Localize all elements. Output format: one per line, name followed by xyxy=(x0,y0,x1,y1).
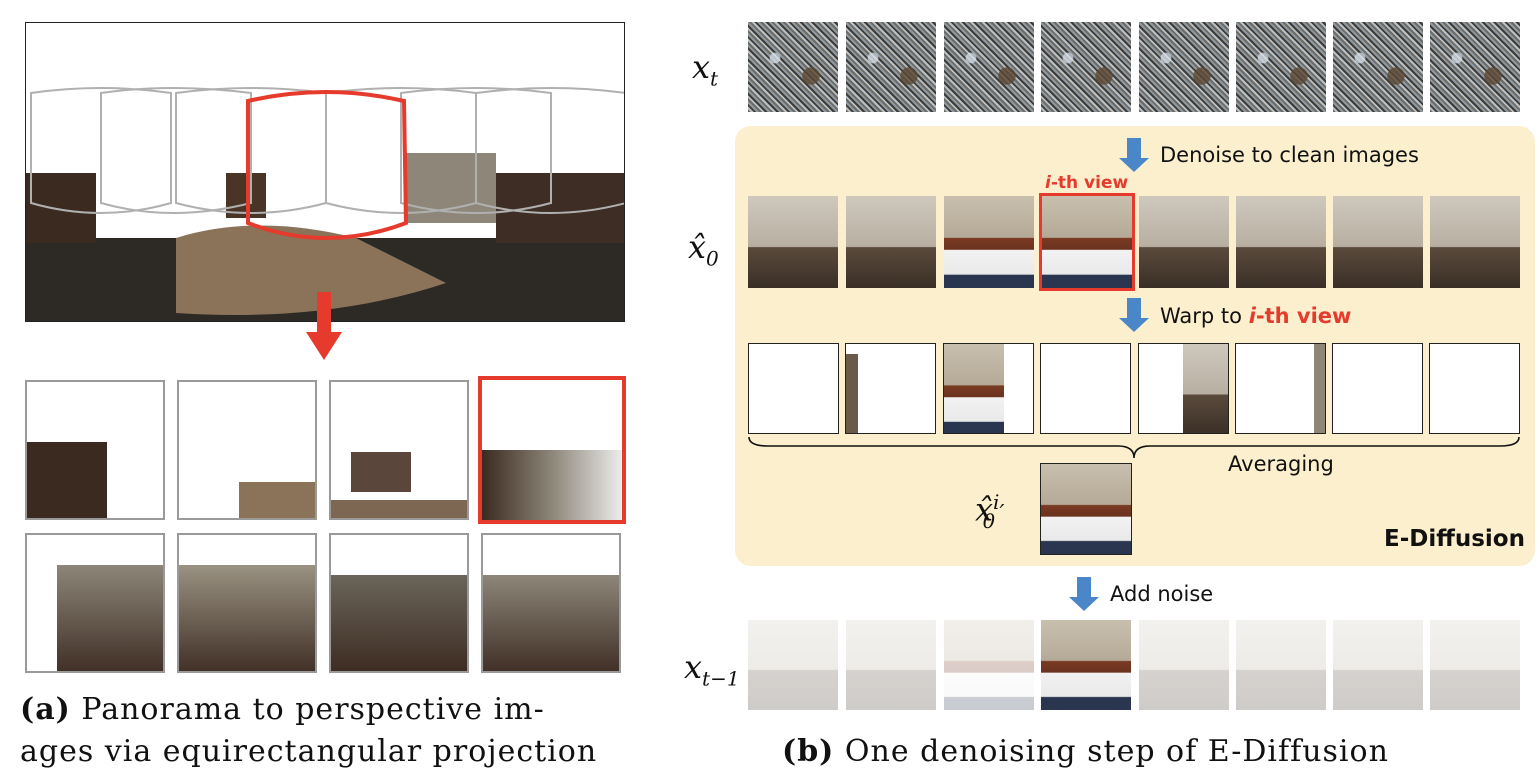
caption-a: (a) Panorama to perspective im- xyxy=(20,692,545,727)
xt-tile-5 xyxy=(1139,22,1229,112)
perspective-view-7 xyxy=(329,533,469,673)
xt1-tile-6 xyxy=(1236,620,1326,710)
perspective-view-4-selected xyxy=(478,376,626,524)
label-xt: xt xyxy=(692,48,719,91)
x0-tile-5 xyxy=(1139,196,1229,288)
warp-tile-4 xyxy=(1040,343,1131,434)
panorama-image xyxy=(25,22,625,322)
caption-b: (b) One denoising step of E-Diffusion xyxy=(782,734,1389,769)
xt1-tile-8 xyxy=(1430,620,1520,710)
warp-tile-5 xyxy=(1138,343,1229,434)
xt-tile-2 xyxy=(846,22,936,112)
perspective-view-8 xyxy=(481,533,621,673)
xt-tile-7 xyxy=(1333,22,1423,112)
xt1-tile-4 xyxy=(1041,620,1131,710)
xt-tile-6 xyxy=(1236,22,1326,112)
xt1-tile-1 xyxy=(748,620,838,710)
caption-a-line2: ages via equirectangular projection xyxy=(20,734,598,769)
label-x0-hat: x̂0 xyxy=(688,228,719,271)
warp-tile-7 xyxy=(1332,343,1423,434)
x0-tile-4-selected xyxy=(1039,193,1135,291)
ith-view-label: i-th view xyxy=(1045,173,1129,193)
warp-step-label: Warp to i-th view xyxy=(1160,304,1352,328)
label-xt-minus-1: xt−1 xyxy=(684,648,740,691)
warp-tile-1 xyxy=(748,343,839,434)
warp-tile-8 xyxy=(1429,343,1520,434)
perspective-view-2 xyxy=(177,380,317,520)
warp-tile-2 xyxy=(845,343,936,434)
warp-arrow-icon xyxy=(1119,298,1149,332)
perspective-view-6 xyxy=(177,533,317,673)
x0-tile-2 xyxy=(846,196,936,288)
add-noise-arrow-icon xyxy=(1069,577,1099,611)
x0-tile-8 xyxy=(1430,196,1520,288)
label-xi-hat: x̂i′0 xyxy=(975,490,1005,534)
xt-tile-4 xyxy=(1041,22,1131,112)
xt1-tile-5 xyxy=(1139,620,1229,710)
x0-tile-1 xyxy=(748,196,838,288)
warp-tile-6 xyxy=(1235,343,1326,434)
e-diffusion-title: E-Diffusion xyxy=(1384,526,1525,552)
averaged-view-tile xyxy=(1040,463,1132,555)
add-noise-label: Add noise xyxy=(1110,582,1214,606)
xt-tile-8 xyxy=(1430,22,1520,112)
panorama-projection-overlay xyxy=(26,87,624,321)
denoise-step-label: Denoise to clean images xyxy=(1160,143,1419,167)
averaging-label: Averaging xyxy=(1228,452,1334,476)
xt1-tile-2 xyxy=(846,620,936,710)
averaging-brace xyxy=(748,436,1520,459)
denoise-arrow-icon xyxy=(1119,138,1149,172)
x0-tile-7 xyxy=(1333,196,1423,288)
xt-tile-1 xyxy=(748,22,838,112)
xt-tile-3 xyxy=(944,22,1034,112)
warp-tile-3 xyxy=(943,343,1034,434)
x0-tile-6 xyxy=(1236,196,1326,288)
down-arrow-red xyxy=(306,292,342,362)
x0-tile-3 xyxy=(944,196,1034,288)
xt1-tile-7 xyxy=(1333,620,1423,710)
xt1-tile-3 xyxy=(944,620,1034,710)
perspective-view-3 xyxy=(329,380,469,520)
perspective-view-1 xyxy=(25,380,165,520)
perspective-view-5 xyxy=(25,533,165,673)
